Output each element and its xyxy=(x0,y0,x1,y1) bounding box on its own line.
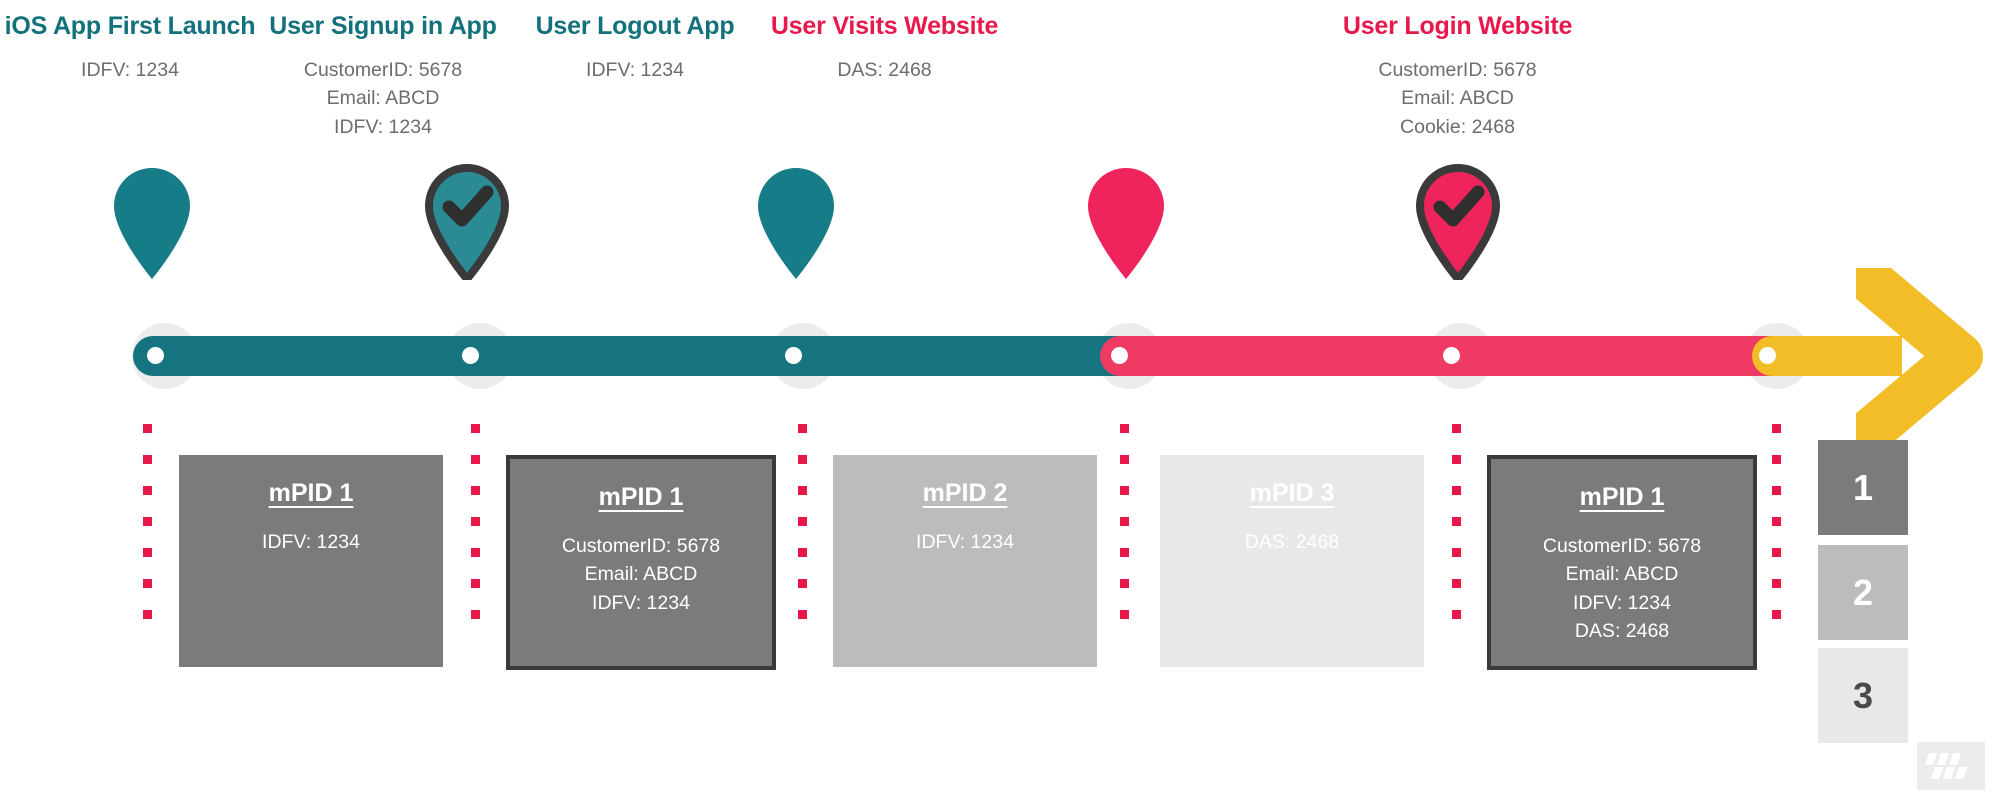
column-title: User Login Website xyxy=(1342,12,1573,40)
timeline-node-dot-1[interactable] xyxy=(147,347,164,364)
timeline-node-dot-2[interactable] xyxy=(462,347,479,364)
mpid-attribute-line: IDFV: 1234 xyxy=(916,531,1014,553)
column-title: User Signup in App xyxy=(269,12,497,40)
guide-line-2 xyxy=(471,424,480,641)
timeline-node-dot-5[interactable] xyxy=(1443,347,1460,364)
guide-line-1 xyxy=(143,424,152,641)
attribute-line: Email: ABCD xyxy=(326,87,440,110)
mpid-card-1[interactable]: mPID 1 IDFV: 1234 xyxy=(179,455,443,667)
timeline-arrow-head-icon xyxy=(1856,268,1999,444)
mpid-card-5[interactable]: mPID 1 CustomerID: 5678 Email: ABCD IDFV… xyxy=(1487,455,1757,670)
mpid-attribute-line: Email: ABCD xyxy=(584,563,698,586)
column-attributes: IDFV: 1234 xyxy=(0,56,260,84)
map-pin-marker-4 xyxy=(1082,162,1170,280)
column-title: User Visits Website xyxy=(770,12,999,40)
timeline-segment-future xyxy=(1752,336,1902,376)
attribute-line: CustomerID: 5678 xyxy=(1378,59,1537,81)
attribute-line: CustomerID: 5678 xyxy=(303,59,463,81)
column-title: User Logout App xyxy=(535,12,735,40)
legend-item-3[interactable]: 3 xyxy=(1818,648,1908,743)
mpid-attribute-line: IDFV: 1234 xyxy=(1573,591,1671,614)
map-pin-marker-3 xyxy=(752,162,840,280)
legend-item-2[interactable]: 2 xyxy=(1818,545,1908,640)
mpid-attribute-line: Email: ABCD xyxy=(1565,563,1679,586)
timeline-node-dot-4[interactable] xyxy=(1111,347,1128,364)
column-header-2: User Signup in App CustomerID: 5678 Emai… xyxy=(258,14,508,141)
map-pin-marker-5-verified xyxy=(1414,162,1502,280)
column-attributes: IDFV: 1234 xyxy=(515,56,755,84)
mpid-card-title: mPID 2 xyxy=(922,479,1008,507)
timeline-node-dot-6[interactable] xyxy=(1759,347,1776,364)
mpid-card-title: mPID 3 xyxy=(1249,479,1335,507)
mpid-attribute-line: DAS: 2468 xyxy=(1244,531,1340,553)
column-attributes: CustomerID: 5678 Email: ABCD Cookie: 246… xyxy=(1330,56,1585,141)
mpid-card-title: mPID 1 xyxy=(1579,483,1665,511)
attribute-line: Cookie: 2468 xyxy=(1400,115,1515,138)
timeline-segment-app xyxy=(133,336,1123,376)
mpid-attribute-line: DAS: 2468 xyxy=(1574,619,1670,642)
attribute-line: IDFV: 1234 xyxy=(586,59,684,81)
column-attributes: DAS: 2468 xyxy=(757,56,1012,84)
legend-item-1[interactable]: 1 xyxy=(1818,440,1908,535)
timeline-segment-website xyxy=(1100,336,1780,376)
mpid-card-body: CustomerID: 5678 Email: ABCD IDFV: 1234 … xyxy=(1543,532,1701,645)
mpid-card-4[interactable]: mPID 3 DAS: 2468 xyxy=(1160,455,1424,667)
mpid-attribute-line: CustomerID: 5678 xyxy=(561,535,721,557)
mpid-card-body: IDFV: 1234 xyxy=(916,528,1014,556)
column-attributes: CustomerID: 5678 Email: ABCD IDFV: 1234 xyxy=(258,56,508,141)
attribute-line: Email: ABCD xyxy=(1401,87,1514,110)
column-header-5: User Login Website CustomerID: 5678 Emai… xyxy=(1330,14,1585,141)
column-title: iOS App First Launch xyxy=(4,12,256,40)
guide-line-6 xyxy=(1772,424,1781,641)
map-pin-marker-2-verified xyxy=(423,162,511,280)
mpid-attribute-line: IDFV: 1234 xyxy=(592,591,690,614)
column-header-4: User Visits Website DAS: 2468 xyxy=(757,14,1012,84)
mpid-attribute-line: IDFV: 1234 xyxy=(262,531,360,553)
attribute-line: IDFV: 1234 xyxy=(81,59,179,81)
mpid-card-body: CustomerID: 5678 Email: ABCD IDFV: 1234 xyxy=(562,532,720,617)
mpid-card-3[interactable]: mPID 2 IDFV: 1234 xyxy=(833,455,1097,667)
guide-line-4 xyxy=(1120,424,1129,641)
legend-label: 2 xyxy=(1852,571,1874,613)
guide-line-3 xyxy=(798,424,807,641)
watermark-icon xyxy=(1917,742,1985,790)
guide-line-5 xyxy=(1452,424,1461,641)
column-header-3: User Logout App IDFV: 1234 xyxy=(515,14,755,84)
attribute-line: IDFV: 1234 xyxy=(334,115,432,138)
timeline-node-dot-3[interactable] xyxy=(785,347,802,364)
attribute-line: DAS: 2468 xyxy=(837,59,932,81)
mpid-card-title: mPID 1 xyxy=(598,483,684,511)
legend-label: 3 xyxy=(1852,674,1874,716)
mpid-card-title: mPID 1 xyxy=(268,479,354,507)
mpid-attribute-line: CustomerID: 5678 xyxy=(1542,535,1702,557)
column-header-1: iOS App First Launch IDFV: 1234 xyxy=(0,14,260,84)
map-pin-marker-1 xyxy=(108,162,196,280)
legend-label: 1 xyxy=(1852,466,1874,508)
mpid-card-body: IDFV: 1234 xyxy=(262,528,360,556)
mpid-card-2[interactable]: mPID 1 CustomerID: 5678 Email: ABCD IDFV… xyxy=(506,455,776,670)
mpid-card-body: DAS: 2468 xyxy=(1245,528,1339,556)
